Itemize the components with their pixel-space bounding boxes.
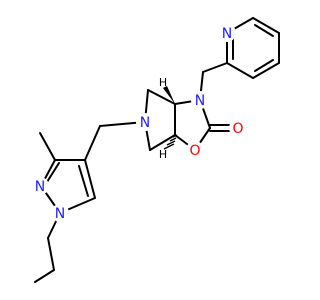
atom-o-ring: O (189, 143, 200, 159)
bond-c4-c5-double (78, 165, 89, 197)
bond-py-c6-c5 (252, 17, 280, 34)
bond-propyl-2 (47, 237, 55, 271)
bonds (34, 17, 280, 283)
bond-ch2-pyridine (202, 62, 228, 73)
atom-labels: N N N N O O N H H (31, 24, 247, 222)
bond-propyl-1 (34, 269, 55, 283)
bond-py-c6-c5-double (254, 24, 274, 37)
bond-c-top-c3a (147, 89, 176, 105)
atom-o-carbonyl: O (232, 121, 243, 137)
bond-py-c3-c2 (226, 62, 254, 79)
atom-n-pyridine: N (222, 26, 232, 42)
atom-h-bottom: H (159, 148, 167, 161)
atom-bg-n-oxazolidinone (191, 91, 209, 109)
atom-bg-o-ring (186, 141, 204, 159)
bond-methyl (39, 132, 56, 161)
bond-py-c4-c3 (252, 62, 280, 79)
atom-n-pyrrolidine: N (140, 115, 150, 131)
bond-py-c4-c3-double (254, 59, 274, 72)
wedge-bond-top-h (163, 86, 175, 104)
bond-c4-ch2 (84, 125, 101, 161)
atom-bg-n-pyrazole-1 (51, 204, 69, 222)
bond-c6a-c-bottom (149, 134, 176, 151)
atom-h-top: H (159, 76, 167, 89)
hash-bond-bottom-h (163, 134, 178, 150)
atom-n-oxazolidinone: N (195, 93, 205, 109)
atom-bg-o-carbonyl (229, 119, 247, 137)
atom-n-pyrazole-1: N (55, 206, 65, 222)
atom-bg-n-pyridine (218, 24, 236, 42)
atom-n-pyrazole-2: N (35, 179, 45, 195)
bond-c4-c5 (84, 159, 96, 199)
atom-bg-n-pyrrolidine (136, 113, 154, 131)
atom-bg-n-pyrazole-2 (31, 177, 49, 195)
bond-n2-c3-double (46, 162, 60, 183)
molecule-structure: N N N N O O N H H (31, 17, 280, 283)
